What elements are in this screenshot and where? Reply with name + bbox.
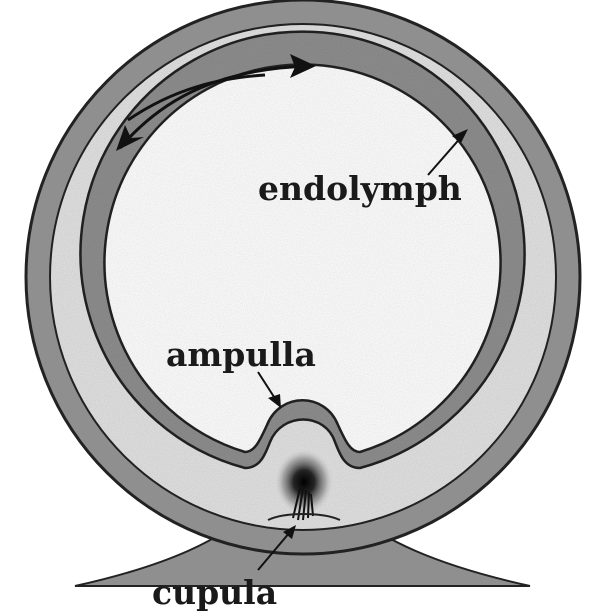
label-endolymph: endolymph (258, 169, 462, 208)
label-cupula: cupula (152, 573, 277, 612)
label-ampulla: ampulla (166, 335, 316, 374)
